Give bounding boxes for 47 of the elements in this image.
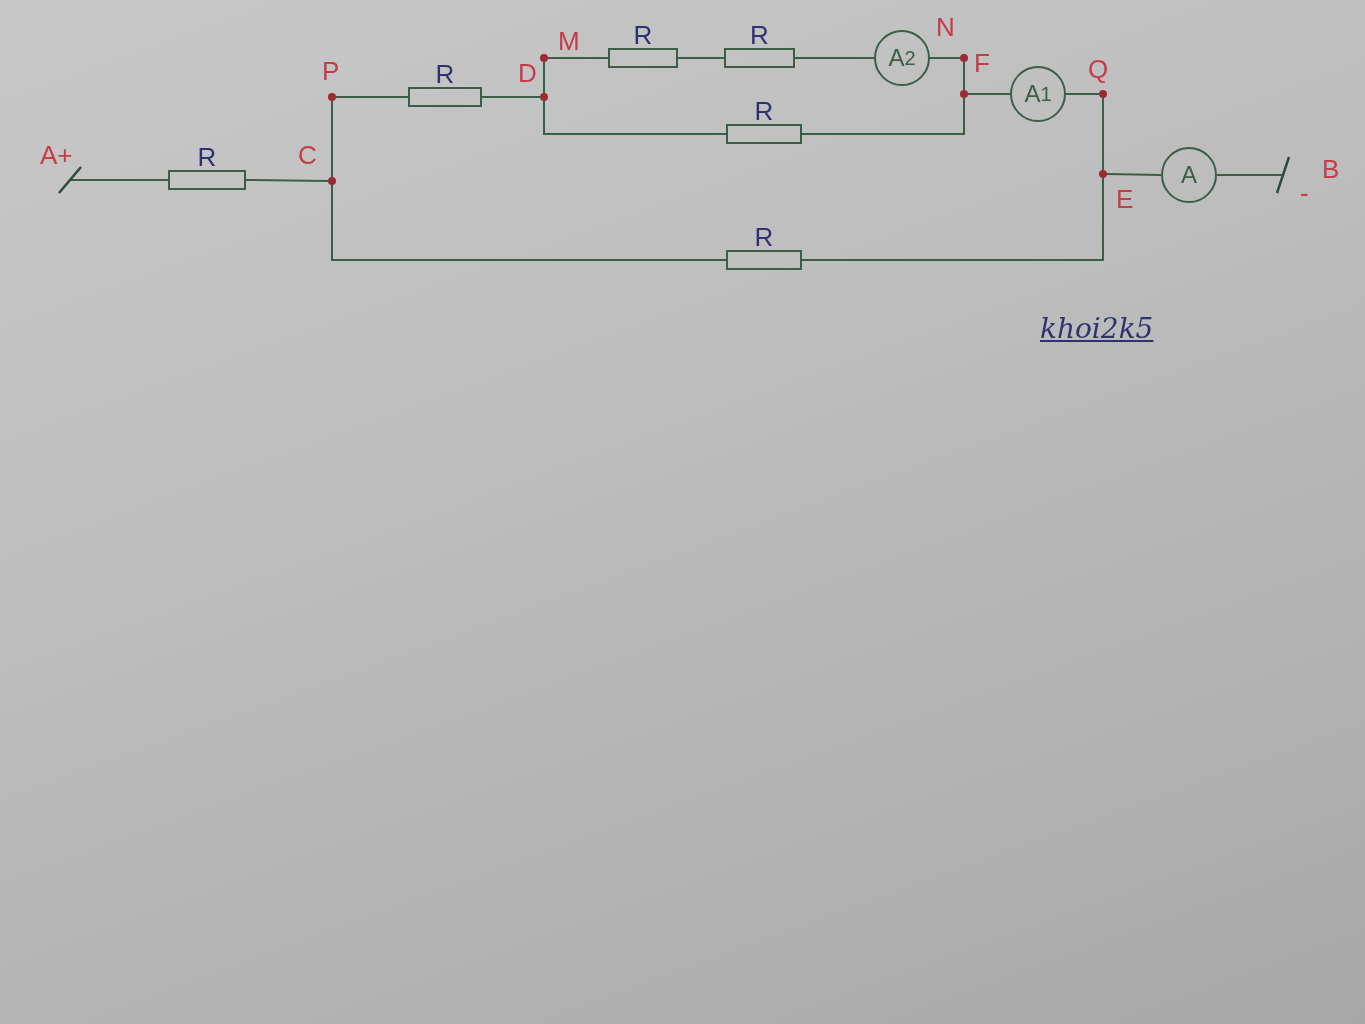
- junction-dot: [960, 54, 968, 62]
- wire: [963, 61, 965, 91]
- point-label: F: [974, 50, 990, 76]
- wire: [69, 179, 169, 181]
- resistor-label: R: [197, 144, 217, 170]
- point-label: E: [1116, 186, 1134, 212]
- wire: [967, 93, 1011, 95]
- point-label: B: [1322, 156, 1340, 182]
- junction-dot: [540, 54, 548, 62]
- wire: [331, 184, 727, 261]
- resistor-label: R: [633, 22, 653, 48]
- point-label: -: [1300, 180, 1309, 206]
- junction-dot: [540, 93, 548, 101]
- junction-dot: [328, 177, 336, 185]
- point-label: M: [558, 28, 580, 54]
- resistor-label: R: [750, 22, 769, 48]
- wire: [331, 100, 333, 178]
- wire: [929, 57, 961, 59]
- wire: [335, 96, 409, 98]
- point-label: A+: [40, 142, 73, 168]
- wire: [481, 96, 541, 98]
- junction-dot: [328, 93, 336, 101]
- wire: [801, 97, 965, 135]
- ammeter-symbol: A: [1161, 147, 1217, 203]
- wire: [547, 57, 609, 59]
- resistor-label: R: [435, 61, 455, 87]
- point-label: N: [936, 14, 955, 40]
- point-label: P: [322, 58, 340, 84]
- wire: [1216, 174, 1284, 176]
- junction-dot: [1099, 170, 1107, 178]
- wire: [801, 177, 1104, 261]
- point-label: D: [518, 60, 537, 86]
- wire: [1102, 97, 1104, 171]
- wire: [1106, 173, 1162, 176]
- resistor-label: R: [754, 224, 774, 250]
- signature-text: khoi2k5: [1040, 312, 1154, 345]
- resistor-label: R: [754, 98, 774, 124]
- wire: [677, 57, 725, 59]
- point-label: C: [298, 142, 317, 168]
- junction-dot: [960, 90, 968, 98]
- wire: [1065, 93, 1100, 95]
- point-label: Q: [1088, 56, 1109, 82]
- wire: [245, 179, 329, 182]
- junction-dot: [1099, 90, 1107, 98]
- wire: [543, 61, 545, 94]
- wire: [543, 100, 727, 135]
- wire: [794, 57, 875, 59]
